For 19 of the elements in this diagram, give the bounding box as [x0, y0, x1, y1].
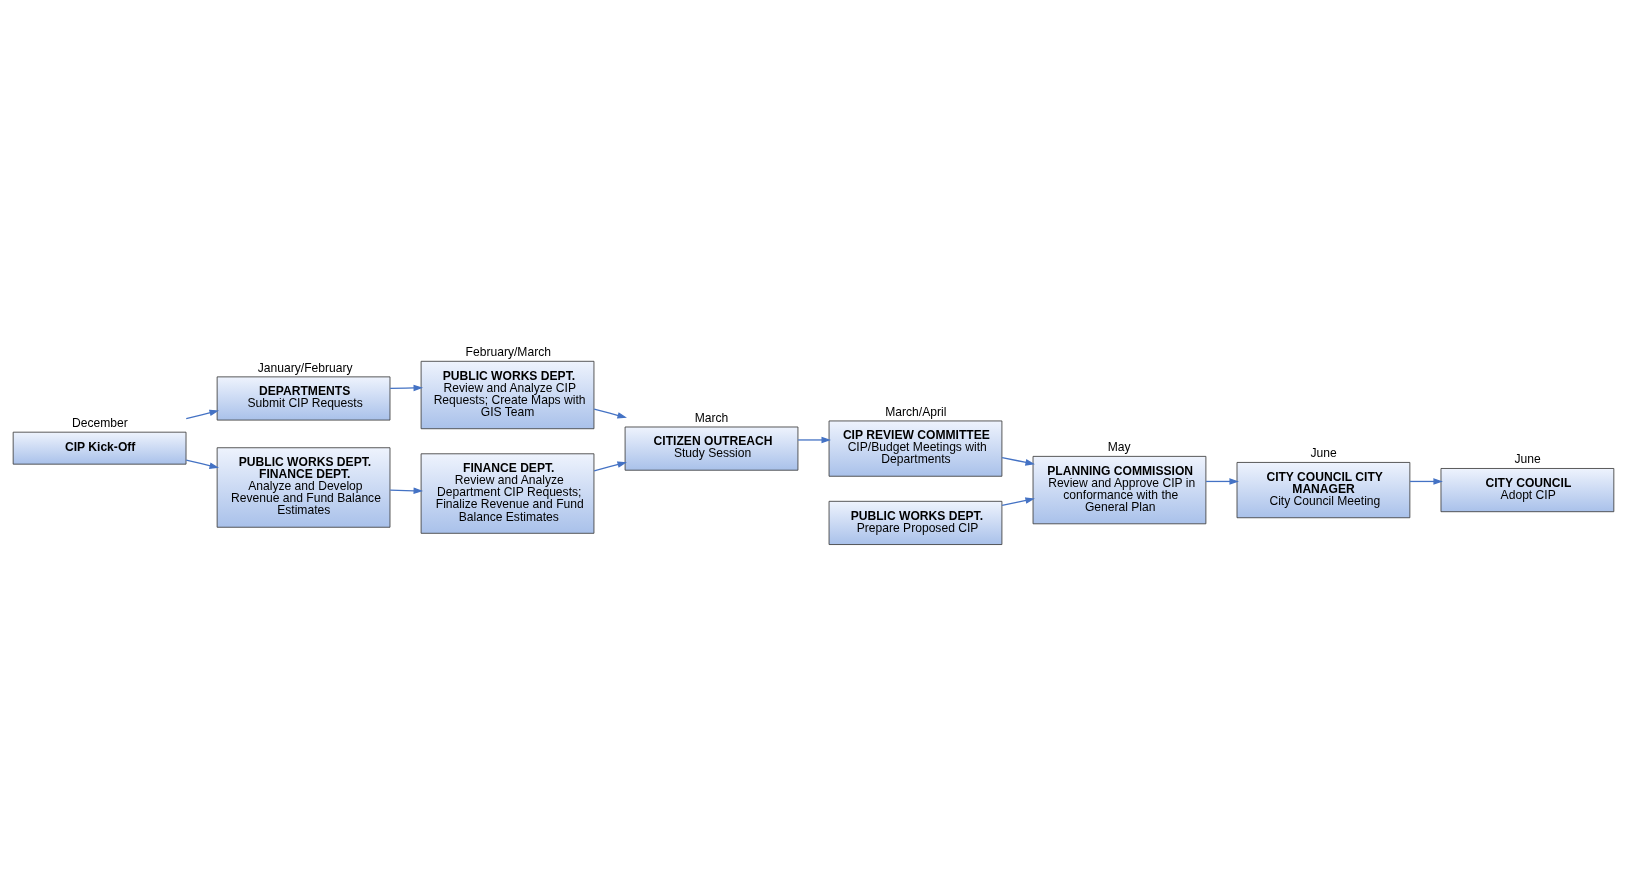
arrow [389, 487, 424, 495]
node-label: January/February [257, 360, 353, 375]
arrow [593, 408, 627, 419]
arrow [797, 436, 831, 444]
node-label: March [694, 410, 729, 425]
arrow [1001, 497, 1035, 506]
node-label: March/April [885, 404, 947, 419]
node-label: June [1310, 446, 1337, 461]
arrow [1409, 478, 1443, 485]
arrow [185, 459, 220, 469]
node-label: February/March [465, 345, 551, 360]
arrow [593, 461, 627, 472]
arrow [389, 384, 424, 392]
node-label: December [71, 416, 128, 431]
node-label: June [1514, 452, 1541, 467]
arrow [185, 409, 220, 420]
arrow [1205, 478, 1239, 485]
arrow [1001, 456, 1035, 466]
node-label: May [1107, 440, 1131, 455]
